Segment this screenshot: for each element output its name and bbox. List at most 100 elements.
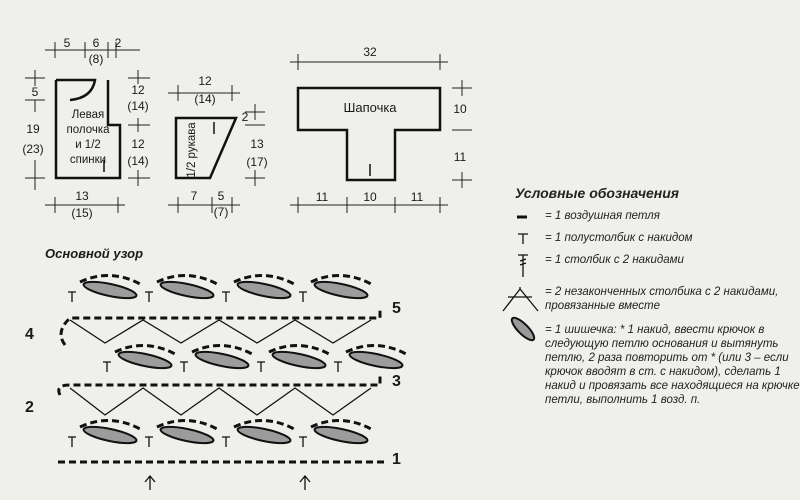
dim: 7 [191, 189, 198, 203]
dim: (14) [127, 99, 148, 113]
label-line: полочка [66, 124, 110, 136]
dim: 10 [453, 102, 467, 116]
legend-text: = 2 незаконченных столбика с 2 накидами,… [545, 286, 779, 312]
legend-item: = 1 столбик с 2 накидами [515, 253, 800, 277]
treble-cluster-zigzag [69, 387, 372, 416]
row-number: 5 [392, 300, 401, 317]
sleeve-dimensions: 12 (14) 2 13 (17) 7 5 (7) [191, 74, 268, 219]
chain-row [59, 310, 382, 346]
chain-arc [156, 418, 218, 431]
hat-label: Шапочка [343, 100, 397, 115]
half-double-crochet-stitch [68, 291, 76, 302]
legend-text: = 1 воздушная петля [545, 210, 660, 222]
repeat-arrows [144, 474, 311, 490]
bobble-stitch [194, 350, 250, 370]
bobble-stitch [159, 425, 215, 445]
sleeve-label: 1/2 рукава [186, 122, 198, 178]
label-line: спинки [70, 154, 106, 166]
label-line: и 1/2 [75, 139, 101, 151]
row-number: 3 [392, 373, 401, 390]
hat-outline [296, 86, 442, 182]
bobble-stitch [313, 425, 369, 445]
half-double-crochet-stitch [222, 436, 230, 447]
half-double-crochet-stitch [103, 361, 111, 372]
legend-item: = 2 незаконченных столбика с 2 накидами,… [502, 285, 800, 313]
bobble-stitch [117, 350, 173, 370]
dim: 11 [316, 190, 329, 204]
dim: 5 [218, 189, 225, 203]
dim: 12 [131, 83, 145, 97]
bobble-stitch [236, 425, 292, 445]
legend-text: = 1 полустолбик с накидом [545, 232, 693, 244]
chain-row [57, 375, 382, 396]
row-number: 4 [25, 326, 34, 343]
bobble-icon [510, 316, 536, 342]
legend-item: = 1 шишечка: * 1 накид, ввести крючок в … [510, 316, 800, 407]
half-double-crochet-stitch [257, 361, 265, 372]
legend: Условные обозначения = 1 воздушная петля… [502, 185, 800, 415]
dim: (17) [246, 155, 267, 169]
dim: 32 [363, 45, 377, 59]
dim: 5 [32, 85, 39, 99]
dim: 19 [26, 122, 40, 136]
chain-arc [310, 418, 372, 431]
front-label: Левая полочка и 1/2 спинки [66, 109, 110, 166]
dim: (8) [89, 52, 104, 66]
chain-arc [114, 343, 176, 356]
dim: 5 [64, 36, 71, 50]
chain-arc [310, 273, 372, 286]
chain-arc [191, 343, 253, 356]
chain-arc [268, 343, 330, 356]
row-number: 2 [25, 399, 34, 416]
dim: 2 [115, 36, 122, 50]
front-piece-outline [54, 78, 122, 180]
treble-cluster-icon [502, 287, 539, 312]
dim: (23) [22, 142, 43, 156]
dim: 2 [242, 110, 249, 124]
piece-outlines [54, 78, 442, 182]
dim: (14) [127, 154, 148, 168]
half-double-crochet-stitch [180, 361, 188, 372]
chain-arc [345, 343, 407, 356]
half-double-crochet-stitch [299, 436, 307, 447]
dim: 13 [75, 189, 89, 203]
chain-arc [79, 418, 141, 431]
half-double-crochet-stitch [334, 361, 342, 372]
bobble-stitch [82, 280, 138, 300]
treble-crochet-icon [518, 254, 528, 277]
bobble-stitch [348, 350, 404, 370]
dim: 12 [131, 137, 145, 151]
bobble-stitch [313, 280, 369, 300]
legend-title: Условные обозначения [515, 185, 680, 201]
direction-arrows [103, 122, 371, 176]
legend-item: = 1 воздушная петля [515, 209, 800, 223]
half-double-crochet-stitch [145, 436, 153, 447]
dim: 11 [411, 190, 424, 204]
half-double-crochet-stitch [68, 436, 76, 447]
dim: 11 [454, 150, 467, 164]
half-double-crochet-stitch [299, 291, 307, 302]
sleeve-outline [174, 116, 238, 180]
stitch-chart [57, 273, 407, 490]
legend-text: = 1 столбик с 2 накидами [545, 254, 684, 266]
dim: (7) [214, 205, 229, 219]
chain-arc [233, 418, 295, 431]
dim: (14) [194, 92, 215, 106]
dim: (15) [71, 206, 92, 220]
half-double-crochet-stitch [145, 291, 153, 302]
chain-arc [233, 273, 295, 286]
legend-text: = 1 шишечка: * 1 накид, ввести крючок в … [545, 324, 800, 406]
hat-dimensions: 32 10 11 11 10 11 [316, 45, 467, 204]
dim: 12 [198, 74, 212, 88]
half-double-crochet-stitch [222, 291, 230, 302]
legend-item: = 1 полустолбик с накидом [515, 231, 800, 245]
bobble-stitch [82, 425, 138, 445]
bobble-stitch [159, 280, 215, 300]
dim: 13 [250, 137, 264, 151]
chain-arc [156, 273, 218, 286]
row-number: 1 [392, 451, 401, 468]
dimension-ticks [25, 42, 472, 213]
pattern-title: Основной узор [45, 246, 144, 261]
